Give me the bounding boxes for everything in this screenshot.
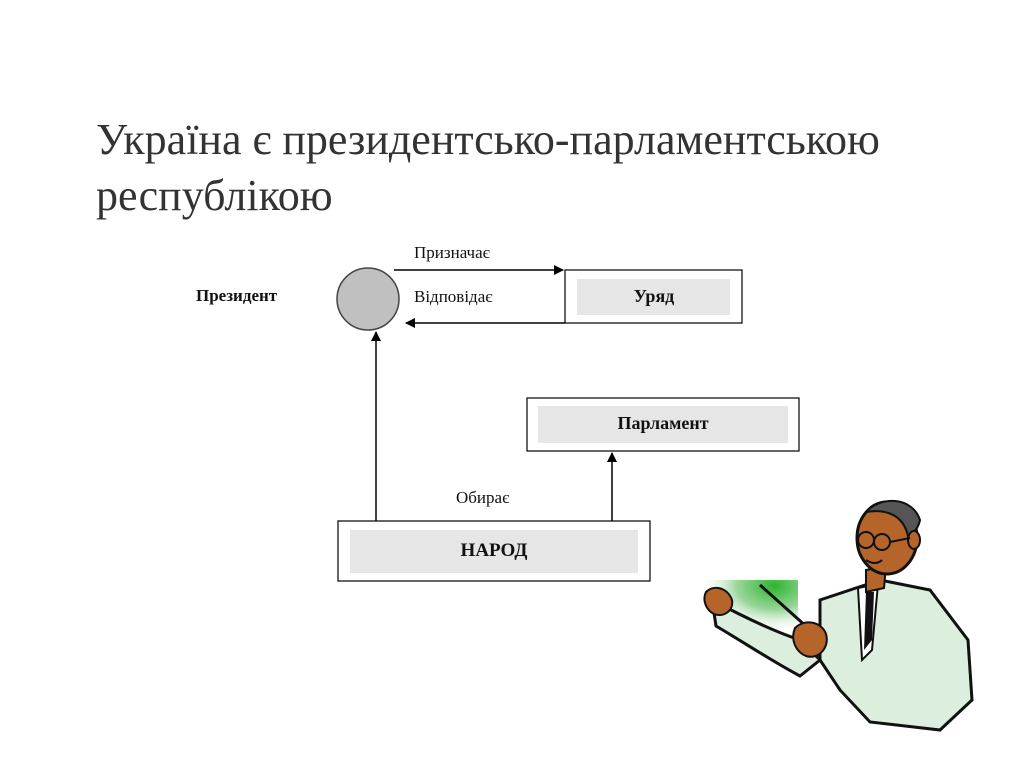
president-label: Президент: [196, 286, 278, 305]
president-node: [336, 267, 400, 331]
parliament-label: Парламент: [617, 413, 708, 433]
presenter-clipart: [703, 499, 974, 732]
parliament-box: Парламент: [526, 397, 800, 452]
elects-label: Обирає: [456, 488, 510, 507]
people-label: НАРОД: [461, 540, 528, 561]
government-label: Уряд: [634, 286, 675, 306]
accountable-label: Відповідає: [414, 287, 493, 306]
government-box: Уряд: [564, 269, 743, 324]
appoints-label: Призначає: [414, 243, 491, 262]
slide-title: Україна є президентсько-парламентською р…: [96, 115, 880, 220]
people-box: НАРОД: [337, 520, 651, 582]
